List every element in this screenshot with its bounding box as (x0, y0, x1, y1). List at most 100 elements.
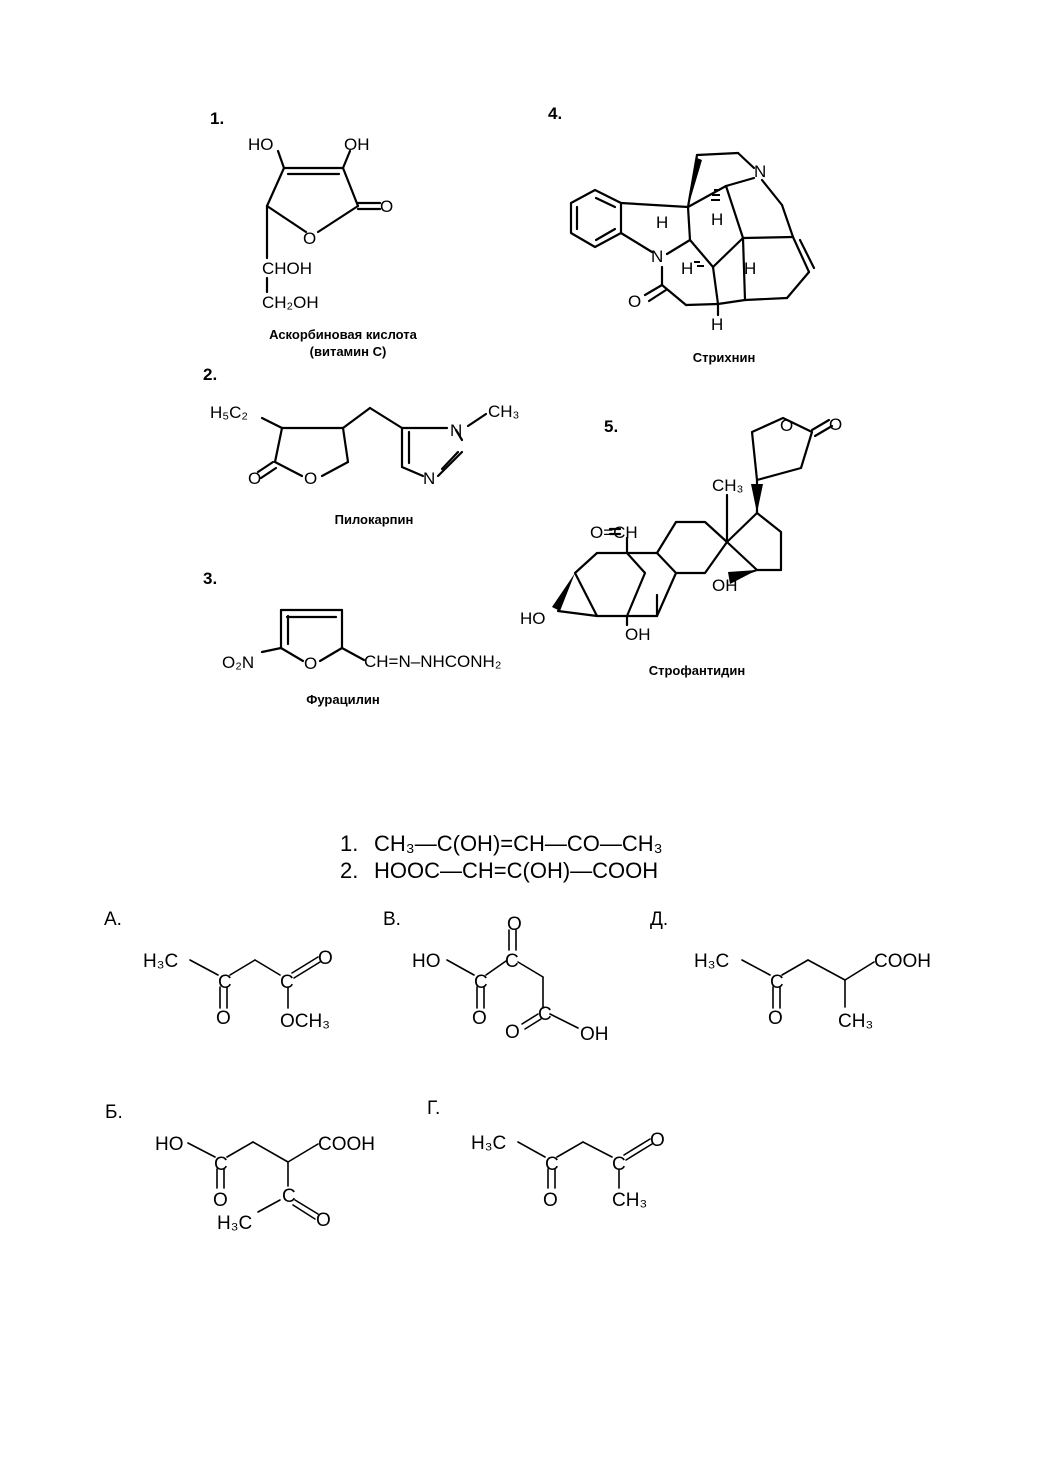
structure-caption: Аскорбиновая кислота (269, 327, 418, 342)
atom-label: N (450, 421, 462, 440)
option-letter: Г. (427, 1098, 440, 1119)
option-d: Д. H₃C C O COOH CH₃ (650, 909, 931, 1032)
atom-label: H (711, 210, 723, 229)
atom-label: CH₂OH (262, 293, 319, 312)
structure-strychnine: 4. (548, 104, 816, 365)
atom-label: O (216, 1008, 231, 1029)
atom-label: O (472, 1008, 487, 1029)
atom-label: OH (580, 1024, 609, 1045)
option-letter: В. (383, 909, 401, 930)
structure-number: 2. (203, 365, 217, 384)
atom-label: O (507, 914, 522, 935)
molecule-drawing (446, 929, 579, 1030)
structure-number: 1. (210, 109, 224, 128)
atom-label: O (829, 415, 842, 434)
molecule-drawing (552, 416, 834, 627)
structure-strophanthidin: 5. O (520, 415, 842, 678)
option-g: Г. H₃C C O C O CH₃ (427, 1098, 665, 1211)
structure-caption: Стрихнин (693, 350, 756, 365)
molecule-drawing (569, 151, 816, 317)
atom-label: C (218, 972, 232, 993)
structure-caption: (витамин С) (310, 344, 387, 359)
atom-label: O (304, 469, 317, 488)
atom-label: H (681, 259, 693, 278)
formula-number: 2. (340, 858, 358, 883)
atom-label: H₃C (217, 1213, 252, 1234)
atom-label: C (770, 972, 784, 993)
atom-label: C (545, 1154, 559, 1175)
atom-label: CH₃ (838, 1011, 873, 1032)
atom-label: O (543, 1190, 558, 1211)
atom-label: O (768, 1008, 783, 1029)
atom-label: H (744, 259, 756, 278)
atom-label: C (280, 972, 294, 993)
atom-label: CH₃ (488, 402, 519, 421)
atom-label: CH=N–NHCONH₂ (364, 652, 501, 671)
atom-label: N (754, 162, 766, 181)
atom-label: CHOH (262, 259, 312, 278)
atom-label: C (214, 1154, 228, 1175)
atom-label: C (538, 1004, 552, 1025)
atom-label: HO (520, 609, 546, 628)
atom-label: H₃C (143, 951, 178, 972)
atom-label: OCH₃ (280, 1011, 330, 1032)
atom-label: O (505, 1022, 520, 1043)
atom-label: H (656, 213, 668, 232)
atom-label: O (628, 292, 641, 311)
molecule-drawing (517, 1138, 653, 1189)
formula-number: 1. (340, 831, 358, 856)
atom-label: O₂N (222, 653, 254, 672)
molecule-drawing (187, 1141, 319, 1220)
structure-caption: Строфантидин (649, 663, 746, 678)
atom-label: C (612, 1154, 626, 1175)
structure-caption: Фурацилин (306, 692, 379, 707)
atom-label: O (248, 469, 261, 488)
structure-ascorbic-acid: 1. HO OH O O CHOH CH₂OH Аскорбиновая кис… (210, 109, 418, 359)
atom-label: O (316, 1210, 331, 1231)
atom-label: O (303, 229, 316, 248)
molecule-drawing (265, 149, 382, 294)
atom-label: HO (412, 951, 441, 972)
option-letter: Д. (650, 909, 668, 930)
atom-label: CH₃ (712, 476, 743, 495)
atom-label: HO (248, 135, 274, 154)
molecule-drawing (741, 959, 875, 1009)
option-b: Б. HO C O COOH C H₃C O (105, 1102, 375, 1234)
structure-caption: Пилокарпин (335, 512, 414, 527)
atom-label: C (282, 1186, 296, 1207)
molecule-drawing (260, 608, 366, 663)
atom-label: H (711, 315, 723, 334)
atom-label: H₅C₂ (210, 403, 248, 422)
formula-2: HOOC—CH=C(OH)—COOH (374, 858, 658, 883)
atom-label: N (423, 469, 435, 488)
structure-number: 4. (548, 104, 562, 123)
atom-label: H₃C (471, 1133, 506, 1154)
atom-label: COOH (318, 1134, 375, 1155)
structure-pilocarpine: 2. H₅C₂ CH₃ N N O O Пилокарпин (203, 365, 519, 527)
atom-label: CH₃ (612, 1190, 647, 1211)
atom-label: O (318, 948, 333, 969)
atom-label: OH (344, 135, 370, 154)
atom-label: HO (155, 1134, 184, 1155)
option-letter: Б. (105, 1102, 123, 1123)
atom-label: H₃C (694, 951, 729, 972)
atom-label: O (213, 1190, 228, 1211)
atom-label: O (780, 416, 793, 435)
option-a: А. H₃C C C O O OCH₃ (104, 909, 333, 1032)
atom-label: C (474, 972, 488, 993)
atom-label: C (505, 951, 519, 972)
atom-label: COOH (874, 951, 931, 972)
structure-number: 5. (604, 417, 618, 436)
atom-label: N (651, 247, 663, 266)
structure-number: 3. (203, 569, 217, 588)
structure-furacilin: 3. O₂N O CH=N–NHCONH₂ Фурацилин (203, 569, 501, 707)
option-letter: А. (104, 909, 122, 930)
atom-label: O (380, 197, 393, 216)
atom-label: O (304, 654, 317, 673)
atom-label: OH (712, 576, 738, 595)
tautomer-formulas: 1. CH₃—C(OH)=CH—CO—CH₃ 2. HOOC—CH=C(OH)—… (340, 831, 663, 883)
atom-label: O (650, 1130, 665, 1151)
option-v: В. HO O C C O C O OH (383, 909, 609, 1045)
molecule-drawing (256, 406, 488, 480)
molecule-drawing (189, 956, 321, 1009)
